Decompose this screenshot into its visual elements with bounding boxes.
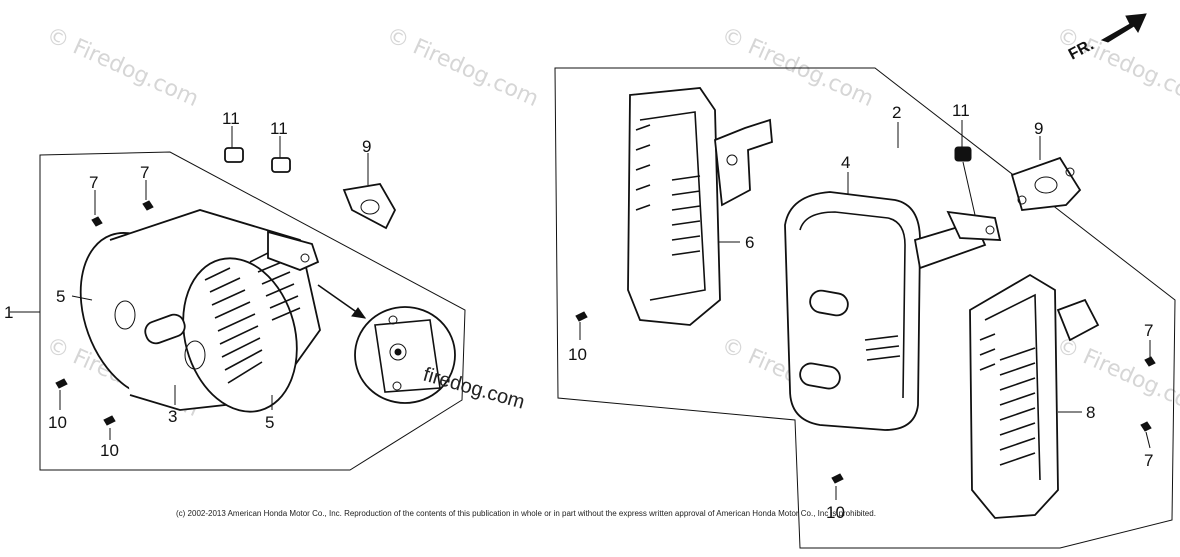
callout-7: 7	[89, 173, 98, 192]
nut-icon	[954, 146, 972, 162]
callout-4: 4	[841, 153, 850, 172]
leader-lines-right	[579, 120, 1151, 500]
callout-1: 1	[4, 303, 13, 322]
screw-icon	[575, 311, 588, 322]
watermark: © Firedog.com	[1053, 333, 1180, 422]
gasket-icon	[1010, 156, 1082, 211]
nut-icon	[224, 147, 244, 163]
screw-icon	[1140, 421, 1152, 432]
callout-3: 3	[168, 407, 177, 426]
callout-10: 10	[100, 441, 119, 460]
callout-7: 7	[1144, 321, 1153, 340]
screw-icon	[55, 378, 68, 389]
screw-icon	[103, 415, 116, 426]
muffler-cover-8	[969, 273, 1100, 519]
callout-7: 7	[1144, 451, 1153, 470]
muffler-assembly-right: 2 4 11 9 6 8 10 10 7 7	[554, 67, 1176, 549]
screw-icon	[91, 216, 103, 227]
copyright-notice: (c) 2002-2013 American Honda Motor Co., …	[176, 509, 876, 518]
gasket-icon	[342, 183, 397, 230]
callout-11: 11	[270, 119, 288, 138]
watermark: © Firedog.com	[383, 23, 543, 112]
screw-icon	[831, 473, 844, 484]
louver-pattern	[204, 251, 301, 384]
watermark: © Firedog.com	[718, 23, 878, 112]
callout-5: 5	[56, 287, 65, 306]
group-outline-left	[39, 151, 466, 471]
callout-8: 8	[1086, 403, 1095, 422]
site-label: firedog.com	[421, 364, 528, 414]
callout-9: 9	[1034, 119, 1043, 138]
group-outline-right	[554, 67, 1176, 549]
muffler-body-left	[79, 209, 321, 413]
callout-10: 10	[48, 413, 67, 432]
leader-lines-left	[59, 126, 369, 440]
callout-6: 6	[745, 233, 754, 252]
callout-5: 5	[265, 413, 274, 432]
detail-inset	[317, 284, 456, 404]
arrow-icon	[1100, 13, 1147, 43]
fasteners-left	[55, 147, 397, 426]
callout-11: 11	[952, 101, 970, 120]
screw-icon	[142, 200, 154, 211]
callout-11: 11	[222, 109, 240, 128]
muffler-assembly-left: 1 5 7 7 11 11 9 3 5 10 10 firedog.com	[4, 109, 528, 471]
callout-9: 9	[362, 137, 371, 156]
fasteners-right	[575, 146, 1156, 484]
nut-icon	[271, 157, 291, 173]
callout-2: 2	[892, 103, 901, 122]
muffler-cover-6	[627, 87, 773, 326]
muffler-4	[784, 191, 1002, 431]
callout-10: 10	[826, 503, 845, 522]
screw-icon	[1144, 356, 1156, 367]
callout-10: 10	[568, 345, 587, 364]
callout-7: 7	[140, 163, 149, 182]
watermark: © Firedog.com	[43, 23, 203, 112]
